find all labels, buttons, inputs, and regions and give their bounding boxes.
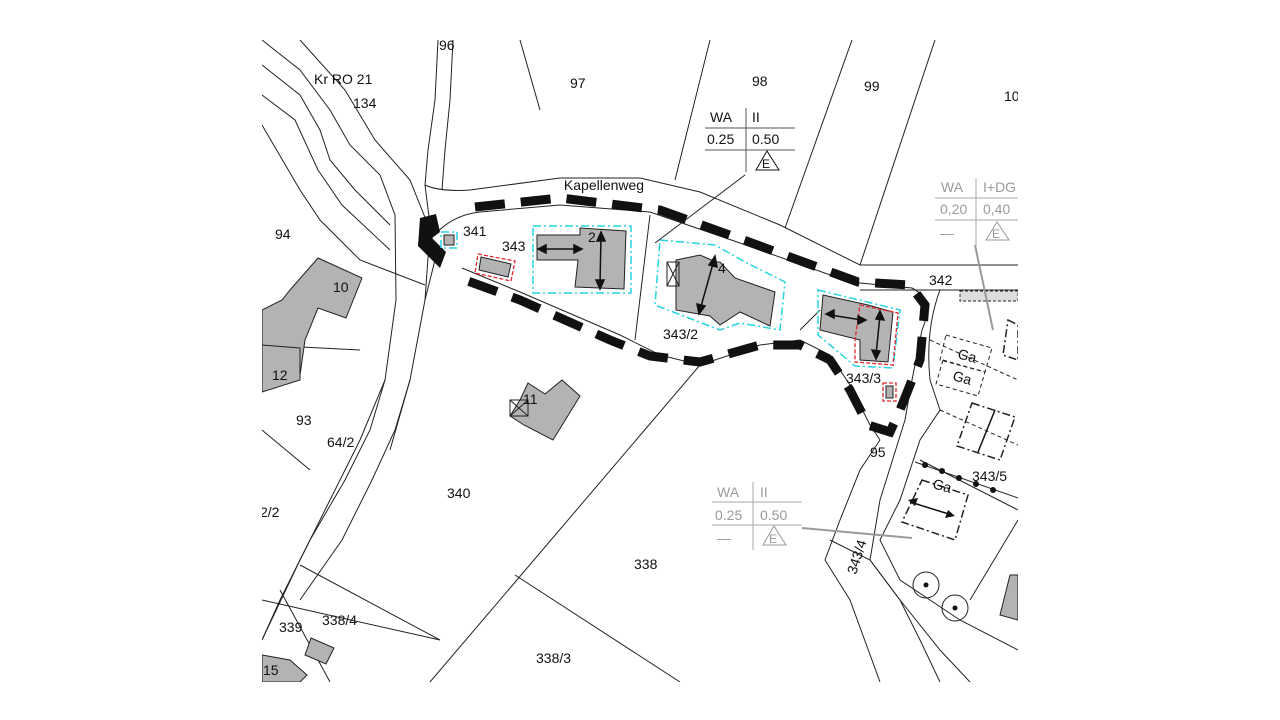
parcel-label: 343/3 [846, 370, 881, 386]
house-number: 2 [588, 229, 596, 245]
parcel-label: 95 [870, 444, 886, 460]
house-number: 15 [263, 662, 279, 678]
parcel-boundaries [262, 40, 1018, 682]
parcel-label: 340 [447, 485, 471, 501]
zone-type: WA [717, 484, 740, 500]
parcel-label: 134 [353, 95, 377, 111]
parcel-label: 339 [279, 619, 303, 635]
house-number: 12 [272, 367, 288, 383]
plan-boundary-corner [418, 214, 446, 268]
house-number: 10 [333, 279, 349, 295]
grz: 0,20 [940, 201, 967, 217]
usage-table-2: WA I+DG 0,20 0,40 — E [935, 178, 1018, 246]
parcel-label: 343/4 [844, 537, 870, 575]
garage-label: Ga [956, 345, 978, 365]
single-house-triangle-icon [762, 525, 787, 546]
usage-table-1: WA II 0.25 0.50 E [705, 108, 795, 172]
parcel-label: 343/2 [663, 326, 698, 342]
grz: 0.25 [715, 507, 742, 523]
house-type: E [992, 227, 1000, 241]
roof-type: — [717, 530, 731, 546]
single-house-triangle-icon [755, 150, 780, 171]
garage-label: Ga [931, 475, 953, 495]
garage-labels: Ga Ga Ga [931, 345, 978, 495]
parcel-label: 343/5 [972, 468, 1007, 484]
parcel-label: 96 [439, 37, 455, 53]
parcel-label: 341 [463, 223, 487, 239]
house-number: 4 [718, 260, 726, 276]
buildings [262, 225, 1018, 682]
floors: II [760, 484, 768, 500]
road-name: Kapellenweg [564, 177, 644, 193]
county-road-name: Kr RO 21 [314, 71, 373, 87]
parcel-label: 342 [929, 272, 953, 288]
floors: I+DG [983, 179, 1016, 195]
garage-label: Ga [951, 367, 973, 387]
parcel-label: 97 [570, 75, 586, 91]
parcel-label: 10 [1004, 88, 1020, 104]
hedge-strip [959, 290, 1018, 302]
house-number-labels: 2 4 10 12 11 15 [263, 229, 726, 678]
parcel-label: 2/2 [260, 504, 280, 520]
roof-type: — [940, 225, 954, 241]
parcel-label: 338 [634, 556, 658, 572]
parcel-label: 338/4 [322, 612, 357, 628]
house-type: E [762, 157, 770, 171]
gfz: 0,40 [983, 201, 1010, 217]
gfz: 0.50 [760, 507, 787, 523]
gfz: 0.50 [752, 131, 779, 147]
county-road-lines [262, 40, 454, 641]
parcel-label: 64/2 [327, 434, 354, 450]
zone-type: WA [941, 179, 964, 195]
ridge-direction-arrows [536, 230, 886, 361]
single-house-triangle-icon [985, 221, 1010, 241]
parcel-label: 338/3 [536, 650, 571, 666]
garages [900, 318, 1018, 622]
parcel-label: 99 [864, 78, 880, 94]
grz: 0.25 [707, 131, 734, 147]
plan-boundary [463, 193, 930, 438]
parcel-label: 98 [752, 73, 768, 89]
parcel-label: 343 [502, 238, 526, 254]
house-type: E [769, 532, 777, 546]
usage-table-3: WA II 0.25 0.50 — E [712, 482, 802, 550]
floors: II [752, 109, 760, 125]
house-number: 11 [523, 391, 538, 407]
zone-type: WA [710, 109, 733, 125]
parcel-label: 94 [275, 226, 291, 242]
parcel-label: 93 [296, 412, 312, 428]
